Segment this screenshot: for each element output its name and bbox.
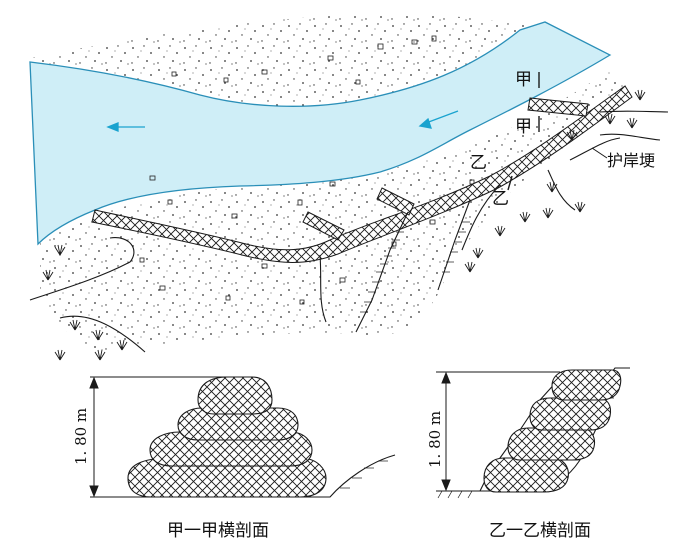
slope-hatching — [360, 221, 470, 313]
near-bank — [40, 70, 630, 350]
revetment-ridge — [91, 85, 633, 263]
section-a-crosssection: 1. 80 m 甲一甲横剖面 — [72, 376, 396, 541]
dimension-a — [89, 376, 232, 498]
section-a-caption: 甲一甲横剖面 — [167, 521, 269, 541]
groyne-upper — [527, 97, 589, 117]
section-b-height: 1. 80 m — [426, 411, 444, 468]
course-a-3 — [177, 407, 299, 441]
course-b-1 — [483, 457, 569, 493]
section-b-bottom-label: 乙 — [492, 189, 509, 209]
groyne-lower — [302, 211, 345, 241]
section-a-top-label: 甲 — [515, 70, 532, 90]
course-b-4 — [551, 369, 622, 401]
river-scene: 甲 甲 乙 乙 护岸埂 — [29, 14, 669, 361]
section-b-caption: 乙一乙横剖面 — [489, 521, 591, 541]
section-a-height: 1. 80 m — [72, 408, 90, 465]
flow-arrow-icon — [418, 110, 459, 129]
course-a-4 — [197, 376, 273, 415]
rock-fragments — [139, 35, 475, 305]
groyne-middle — [376, 187, 415, 216]
flow-arrow-icon — [106, 122, 145, 132]
course-b-2 — [507, 427, 596, 461]
section-a-marker: 甲 甲 — [515, 70, 540, 137]
section-b-crosssection: 1. 80 m 乙一乙横剖面 — [426, 367, 630, 541]
course-b-3 — [529, 397, 612, 431]
section-b-marker: 乙 乙 — [470, 153, 513, 209]
dimension-b — [436, 371, 560, 492]
river-water — [29, 21, 612, 246]
section-a-bottom-label: 甲 — [515, 117, 532, 137]
section-b-top-label: 乙 — [470, 153, 487, 173]
ground-lines — [29, 110, 669, 353]
revetment-label: 护岸埂 — [607, 151, 655, 170]
